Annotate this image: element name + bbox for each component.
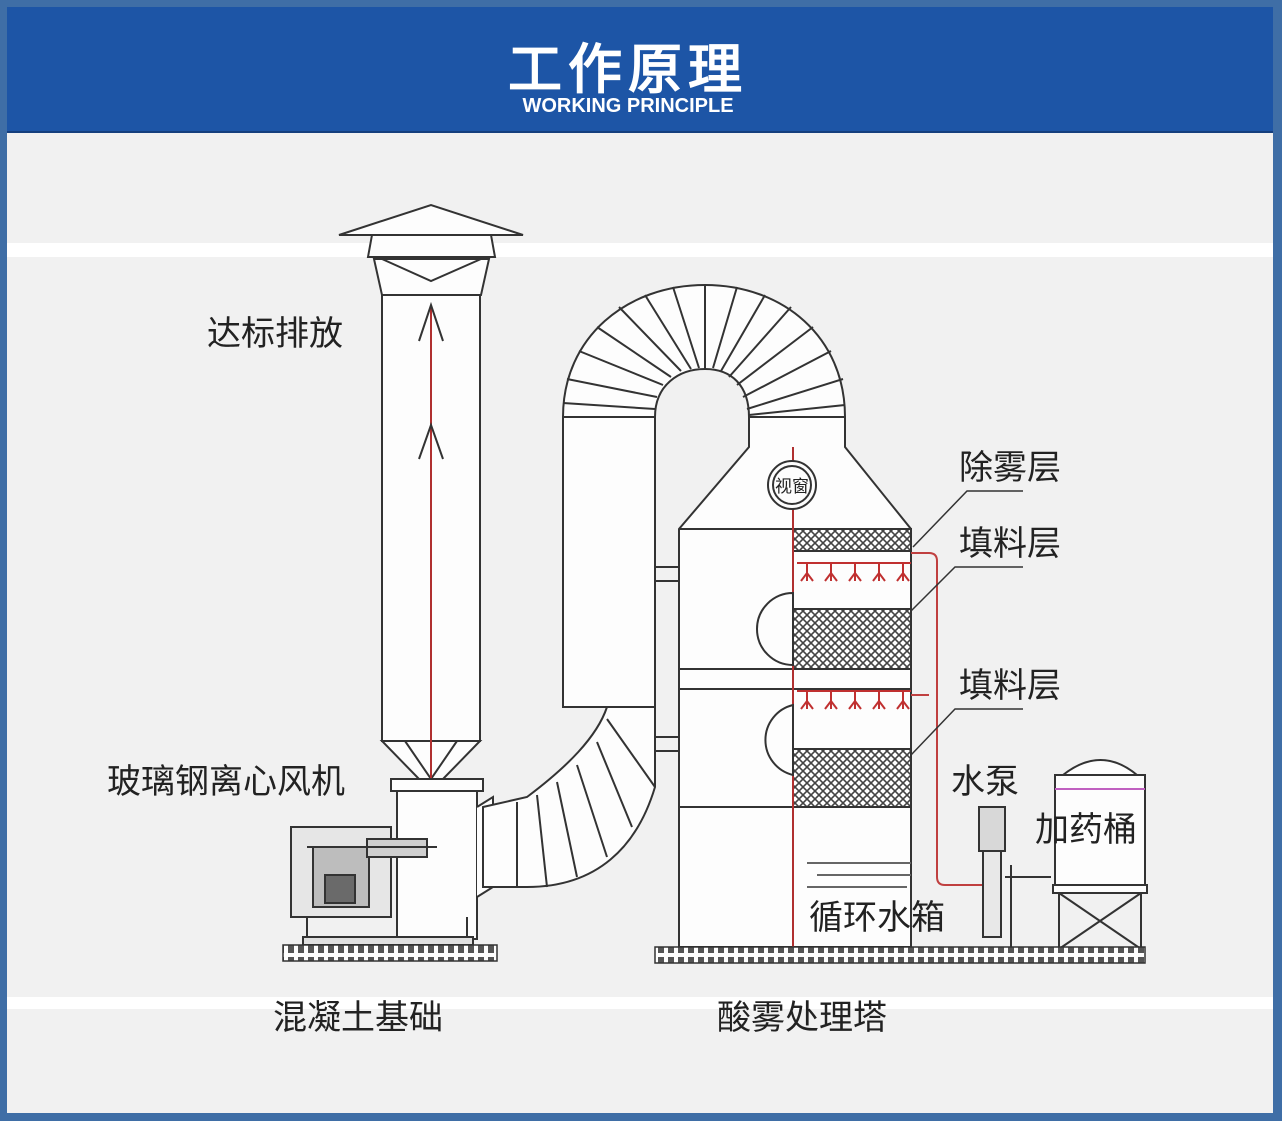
window-icon (756, 460, 817, 777)
water-pump (978, 806, 1051, 947)
page-subtitle: WORKING PRINCIPLE (522, 95, 734, 117)
fan-foundation (282, 944, 498, 962)
chimney (338, 203, 524, 781)
leader-lines (910, 490, 1023, 756)
diagram-frame: 工作原理 WORKING PRINCIPLE (7, 7, 1273, 1113)
white-band-bottom (7, 997, 1273, 1009)
inlet-duct (482, 706, 656, 888)
treatment-tower (655, 416, 912, 948)
header-banner: 工作原理 WORKING PRINCIPLE (7, 7, 1273, 133)
window-label-1: 视窗 (775, 477, 809, 497)
recirculation-pipe (911, 552, 987, 886)
centrifugal-fan (290, 778, 494, 946)
label-demist-layer: 除雾层 (959, 448, 1061, 488)
label-circulating-tank: 循环水箱 (809, 898, 945, 938)
label-tower: 酸雾处理塔 (717, 998, 887, 1038)
arch-duct (561, 283, 847, 708)
label-packing-layer-1: 填料层 (959, 524, 1061, 564)
page-title: 工作原理 (508, 38, 748, 101)
spray-nozzles (797, 562, 911, 710)
label-fan: 玻璃钢离心风机 (107, 762, 345, 802)
process-diagram: 视窗 (7, 203, 1273, 1038)
label-pump: 水泵 (951, 762, 1019, 802)
label-packing-layer-2: 填料层 (959, 666, 1061, 706)
white-band-top (7, 243, 1273, 257)
label-discharge: 达标排放 (207, 314, 343, 354)
label-dosing-tank: 加药桶 (1035, 810, 1137, 850)
tower-foundation (654, 946, 1146, 964)
dosing-tank (1052, 759, 1148, 950)
label-foundation: 混凝土基础 (273, 998, 443, 1038)
